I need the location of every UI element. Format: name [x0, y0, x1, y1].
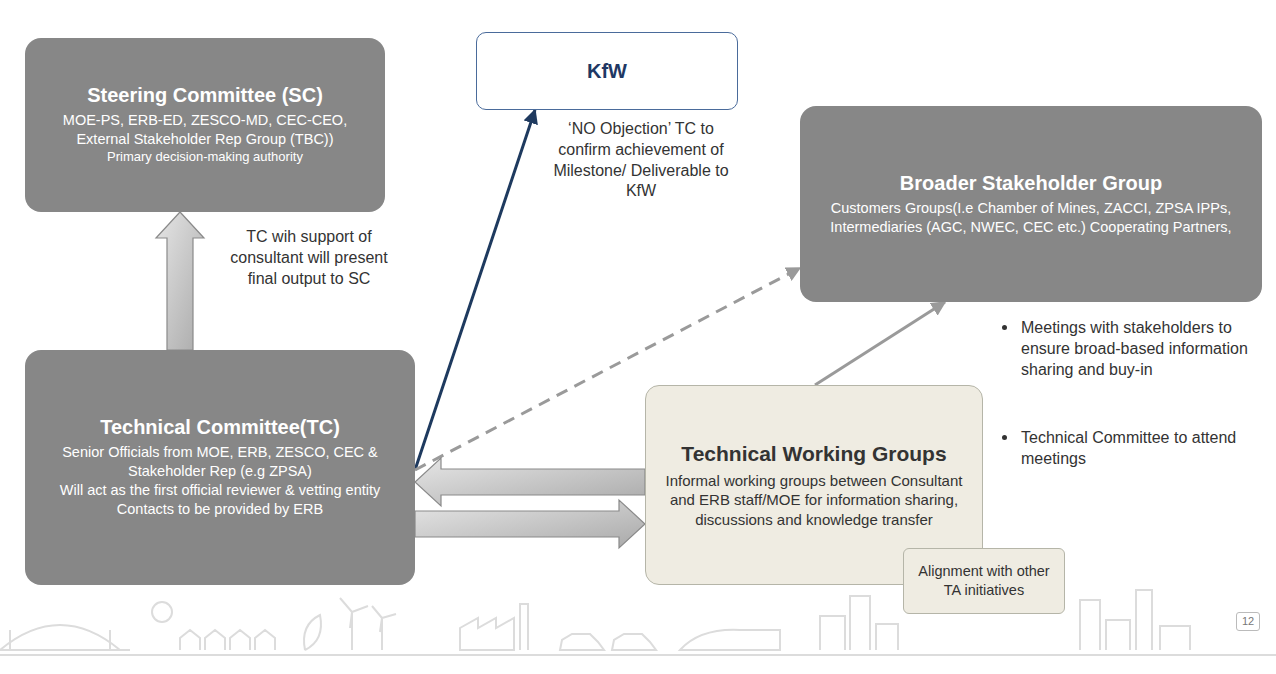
car-outline	[560, 634, 656, 650]
bullet-note-text: Meetings with stakeholders to ensure bro…	[1021, 318, 1262, 380]
bullet-note-text: Technical Committee to attend meetings	[1021, 428, 1262, 470]
page-number: 12	[1236, 612, 1260, 631]
committee-box: Steering Committee (SC) MOE-PS, ERB-ED, Z…	[25, 38, 385, 212]
bullet-dot	[1002, 325, 1007, 330]
note-box: Alignment with other TA initiatives	[903, 548, 1065, 614]
committee-box: Technical Committee(TC) Senior Officials …	[25, 350, 415, 585]
node-text: Senior Officials from MOE, ERB, ZESCO, C…	[41, 443, 399, 481]
bridge-outline	[0, 625, 130, 650]
bullet-note: Technical Committee to attend meetings	[1000, 428, 1262, 470]
buildings-outline	[1080, 590, 1190, 650]
ground-line	[0, 654, 1276, 656]
node-text: Will act as the first official reviewer …	[60, 481, 380, 500]
bullet-note: Meetings with stakeholders to ensure bro…	[1000, 318, 1262, 380]
buildings-outline	[820, 596, 898, 650]
block-arrow	[415, 500, 645, 548]
node-title: Technical Committee(TC)	[100, 416, 340, 439]
node-text: MOE-PS, ERB-ED, ZESCO-MD, CEC-CEO, Exter…	[41, 111, 369, 149]
node-title: Alignment with other TA initiatives	[914, 562, 1054, 600]
block-arrow	[415, 458, 645, 506]
block-arrow	[156, 212, 204, 350]
arrow-line	[815, 302, 945, 385]
node-title: KfW	[587, 60, 627, 83]
leaf-icon	[304, 615, 321, 650]
wind-turbine	[340, 598, 396, 650]
institution-box: KfW	[476, 32, 738, 110]
node-title: Broader Stakeholder Group	[900, 172, 1162, 195]
page-number-text: 12	[1242, 615, 1254, 627]
arrow-line	[415, 110, 535, 470]
skyline-drawing	[0, 590, 1276, 655]
train-outline	[680, 630, 780, 650]
sun-icon	[152, 602, 172, 622]
node-text: Informal working groups between Consulta…	[660, 471, 968, 530]
node-text: Contacts to be provided by ERB	[117, 500, 323, 519]
node-title: Steering Committee (SC)	[87, 84, 323, 107]
houses-outline	[180, 630, 275, 650]
factory-outline	[460, 604, 528, 650]
node-text: Primary decision-making authority	[107, 149, 303, 166]
bullet-dot	[1002, 435, 1007, 440]
connector-label: ‘NO Objection’ TC to confirm achievement…	[545, 118, 737, 203]
connector-label: TC wih support of consultant will presen…	[214, 226, 404, 290]
node-text: Customers Groups(I.e Chamber of Mines, Z…	[816, 199, 1246, 237]
stakeholder-box: Broader Stakeholder GroupCustomers Group…	[800, 106, 1262, 302]
node-title: Technical Working Groups	[681, 441, 946, 467]
